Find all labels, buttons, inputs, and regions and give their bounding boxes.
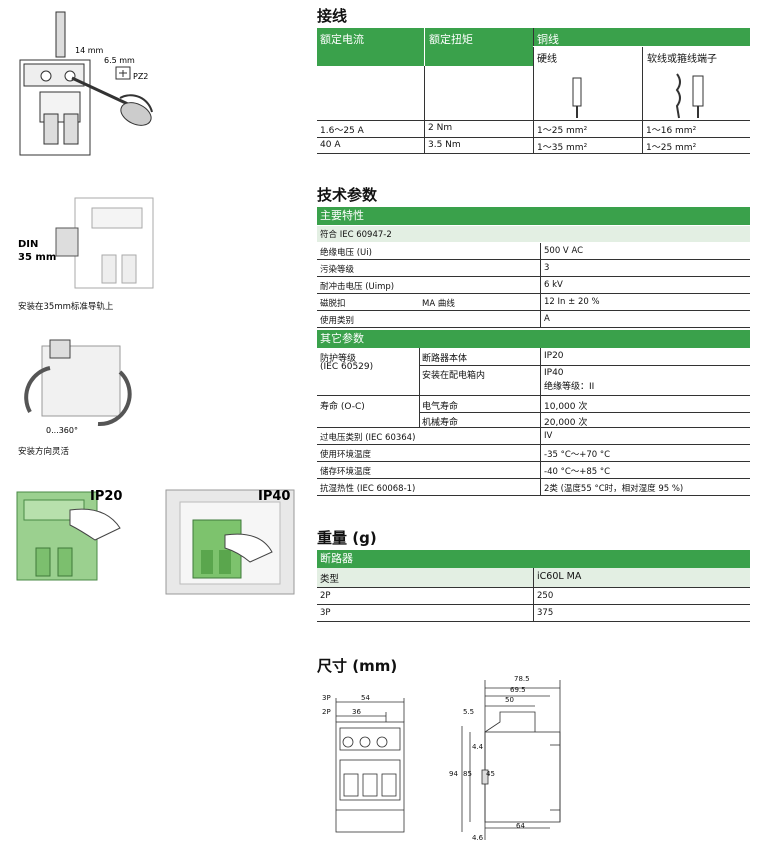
wiring-row2-torque: 3.5 Nm [428, 140, 461, 150]
col-copper: 铜线 [537, 33, 559, 46]
dim-45: 45 [486, 770, 495, 778]
dim-78-5: 78.5 [514, 675, 530, 683]
wiring-row2-current: 40 A [320, 140, 341, 150]
protection-row: 防护等级 (IEC 60529) 断路器本体 IP20 安装在配电箱内 IP40… [317, 348, 750, 396]
screw-size-label: 6.5 mm [104, 56, 135, 65]
hard-wire-icon [572, 77, 582, 118]
ip20-illustration [16, 491, 121, 581]
wiring-row1-soft: 1～16 mm² [646, 126, 697, 136]
dim-3p: 3P [322, 694, 331, 702]
ip20-label: IP20 [90, 489, 122, 504]
dim-5-5: 5.5 [463, 708, 475, 716]
tech-row: 使用环境温度-35 °C～+70 °C [317, 445, 750, 462]
dim-69-5: 69.5 [510, 686, 526, 694]
tech-row: 绝缘电压 (Ui)500 V AC [317, 243, 750, 260]
tech-row: 过电压类别 (IEC 60364)IV [317, 428, 750, 445]
pz-label: PZ2 [133, 72, 148, 81]
wiring-row1-hard: 1～25 mm² [537, 126, 588, 136]
wiring-row1-torque: 2 Nm [428, 123, 453, 133]
din-caption: 安装在35mm标准导轨上 [18, 302, 114, 312]
wiring-illustration [19, 11, 153, 156]
ip40-label: IP40 [258, 489, 290, 504]
tech-row: 耐冲击电压 (Uimp)6 kV [317, 277, 750, 294]
rotation-label: 0...360° [46, 426, 78, 435]
wiring-table: 额定电流 额定扭矩 铜线 硬线 软线或箍线端子 1.6～25 A 2 Nm 1～… [317, 28, 750, 156]
dims-title: 尺寸 (mm) [317, 657, 398, 675]
dimension-drawing [335, 680, 561, 840]
left-illustrations: 14 mm 6.5 mm PZ2 DIN 35 mm 0...360° IP20… [16, 11, 295, 595]
orientation-caption: 安装方向灵活 [18, 447, 70, 457]
dim-50: 50 [505, 696, 514, 704]
ip40-illustration [165, 489, 295, 595]
rotation-illustration [24, 339, 132, 427]
wiring-row2-soft: 1～25 mm² [646, 143, 697, 153]
col-soft-wire: 软线或箍线端子 [647, 54, 717, 65]
tech-title: 技术参数 [317, 186, 378, 204]
dim-4-4: 4.4 [472, 743, 484, 751]
breaker-header: 断路器 [317, 550, 750, 568]
col-torque: 额定扭矩 [429, 33, 473, 46]
din-label: DIN [18, 239, 38, 250]
tech-row: 抗湿热性 (IEC 60068-1)2类 (温度55 °C时，相对湿度 95 %… [317, 479, 750, 496]
other-params-header: 其它参数 [317, 330, 750, 348]
dim-54: 54 [361, 694, 370, 702]
wiring-title: 接线 [317, 7, 348, 25]
dim-64: 64 [516, 822, 525, 830]
dim-36: 36 [352, 708, 361, 716]
wiring-row1-current: 1.6～25 A [320, 126, 364, 136]
dim-2p: 2P [322, 708, 331, 716]
dim-4-6: 4.6 [472, 834, 484, 842]
standard-row: 符合 IEC 60947-2 [317, 226, 750, 242]
wiring-row2-hard: 1～35 mm² [537, 143, 588, 153]
col-current: 额定电流 [320, 33, 364, 46]
dim-85: 85 [463, 770, 472, 778]
tech-row: 储存环境温度-40 °C～+85 °C [317, 462, 750, 479]
din-mm-label: 35 mm [18, 252, 56, 263]
wire-length-label: 14 mm [75, 46, 104, 55]
ferrule-wire-icon [675, 73, 704, 119]
col-hard-wire: 硬线 [537, 54, 557, 65]
din-rail-illustration [55, 197, 154, 289]
weight-title: 重量 (g) [317, 529, 377, 547]
life-row: 寿命 (O-C) 电气寿命 10,000 次 机械寿命 20,000 次 [317, 396, 750, 428]
main-features-header: 主要特性 [317, 207, 750, 225]
dim-94: 94 [449, 770, 458, 778]
